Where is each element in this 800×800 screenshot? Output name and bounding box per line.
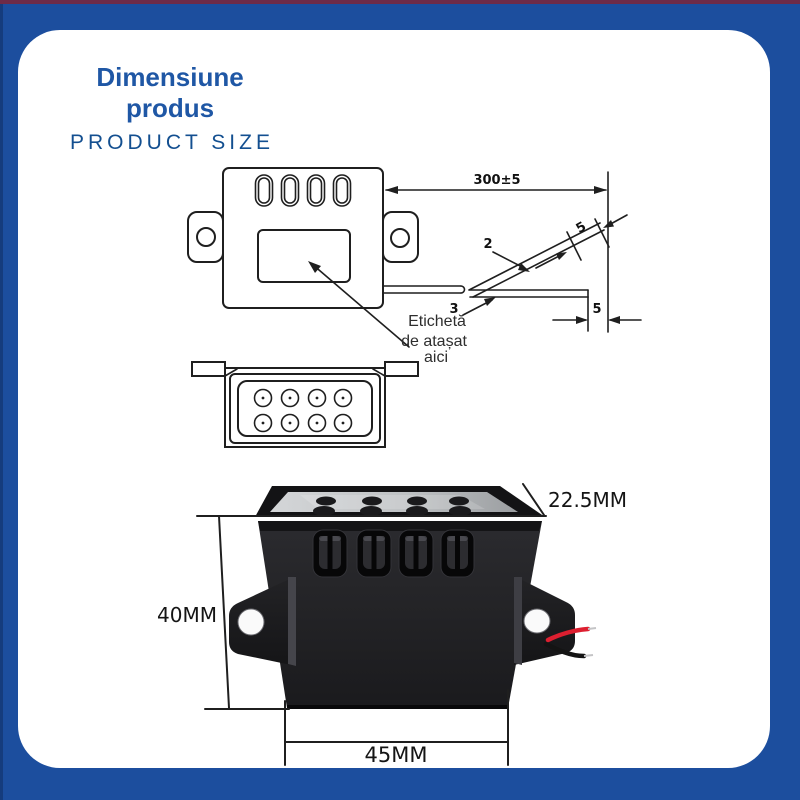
left-accent-strip [0,0,3,800]
height-dimension-label: 40MM [157,603,217,627]
cable-length-label: 300±5 [473,173,520,188]
product-bottom-shadow [287,705,508,709]
black-wire-tip [583,654,594,657]
depth-dimension-label: 22.5MM [548,488,627,512]
front-view-mid [229,373,381,444]
top-view-right-ear-hole [390,228,410,248]
front-view-outer [224,367,386,448]
product-terminal-recesses [312,529,475,578]
lower-strip-length-label: 5 [592,302,601,317]
top-view-label-area [257,229,351,283]
upper-wire-ref-label: 2 [483,237,492,252]
upper-strip-length-label: 5 [574,219,589,237]
front-view-right-tab [384,361,419,377]
label-note-line-2: de atașat [401,333,467,350]
top-view-left-ear [187,211,224,263]
front-view-inner [237,380,373,437]
product-left-ear [229,576,296,666]
front-view-drawing [191,361,419,448]
product-lid-holes [313,496,471,516]
black-wire [543,641,587,659]
label-note-line-3: aici [424,349,448,366]
top-view-body [222,167,384,309]
front-view-pins [253,388,353,433]
page-subtitle: PRODUCT SIZE [70,131,274,154]
lower-wire-ref-label: 3 [449,302,458,317]
label-note-line-1: Etichetă [408,313,466,330]
label-attach-note: Etichetă de atașat aici [401,313,467,366]
page-title-line-2: produs [125,93,215,123]
top-view-right-ear [382,211,419,263]
width-dimension-label: 45MM [365,743,428,767]
label-leader-arrowhead [308,261,321,273]
top-view-slots [254,174,352,207]
photo-dimension-lines: 22.5MM 40MM 45MM [157,483,627,767]
cable-dimension-drawing: 300±5 5 2 3 5 [382,171,642,333]
red-wire-tip [587,627,597,630]
header: Dimensiune produs PRODUCT SIZE [70,62,270,155]
product-right-ear [514,576,575,665]
front-view-left-tab [191,361,226,377]
product-wires [543,626,597,659]
page-title-line-1: Dimensiune [96,62,244,92]
label-leader-line [311,263,410,348]
red-wire [545,626,591,643]
top-view-drawing [187,167,419,348]
top-accent-strip [0,0,800,4]
product-photo [229,486,597,709]
top-view-left-ear-hole [196,227,216,247]
